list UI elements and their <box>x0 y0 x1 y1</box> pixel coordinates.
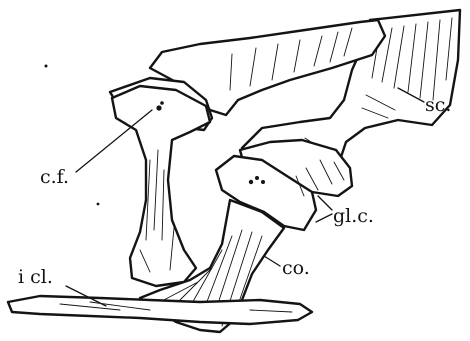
coracoid-column <box>112 86 210 286</box>
label-sc: sc. <box>425 96 451 115</box>
label-co: co. <box>282 259 310 278</box>
glc-leader-line-lower <box>316 214 332 222</box>
label-glc: gl.c. <box>333 207 374 226</box>
label-icl: i cl. <box>18 268 53 287</box>
label-cf: c.f. <box>40 168 69 187</box>
co-leader-line <box>264 256 280 266</box>
glc-leader-line-upper <box>318 196 332 210</box>
interclavicle <box>8 296 312 324</box>
